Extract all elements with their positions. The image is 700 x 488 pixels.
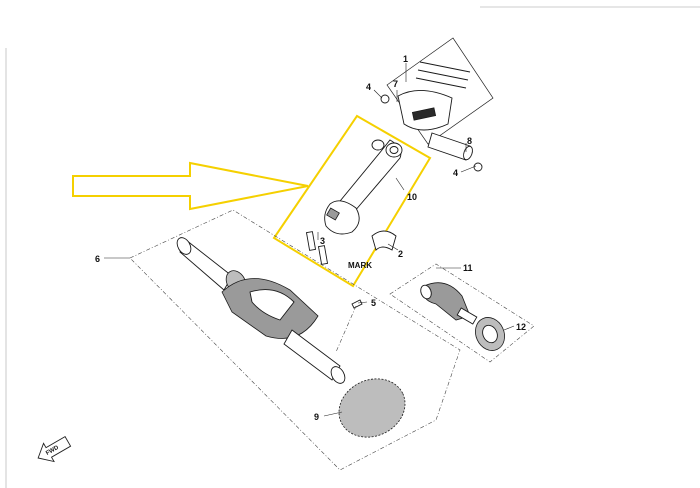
callout-11: 11 (463, 263, 473, 273)
callout-3: 3 (320, 236, 325, 246)
callout-10: 10 (407, 192, 417, 202)
connecting-rod-highlight-box (272, 114, 432, 288)
mark-label: MARK (348, 261, 372, 270)
leader-lines (104, 63, 515, 417)
callout-8: 8 (467, 136, 472, 146)
fwd-arrow-icon: FWD (37, 436, 72, 463)
callout-12: 12 (516, 322, 526, 332)
callouts: 1 7 4 8 4 10 2 3 MARK 6 5 11 12 9 (95, 54, 526, 422)
yellow-arrow-icon (72, 161, 309, 211)
balancer-group (389, 263, 535, 363)
callout-6: 6 (95, 254, 100, 264)
crankshaft-group (129, 209, 461, 471)
drive-gear (338, 378, 406, 438)
callout-9: 9 (314, 412, 319, 422)
callout-4-bottom: 4 (453, 168, 458, 178)
callout-5: 5 (371, 298, 376, 308)
callout-7: 7 (393, 79, 398, 89)
callout-2: 2 (398, 249, 403, 259)
connecting-rod-group (305, 139, 403, 265)
callout-1: 1 (403, 54, 408, 64)
callout-4-top: 4 (366, 82, 371, 92)
